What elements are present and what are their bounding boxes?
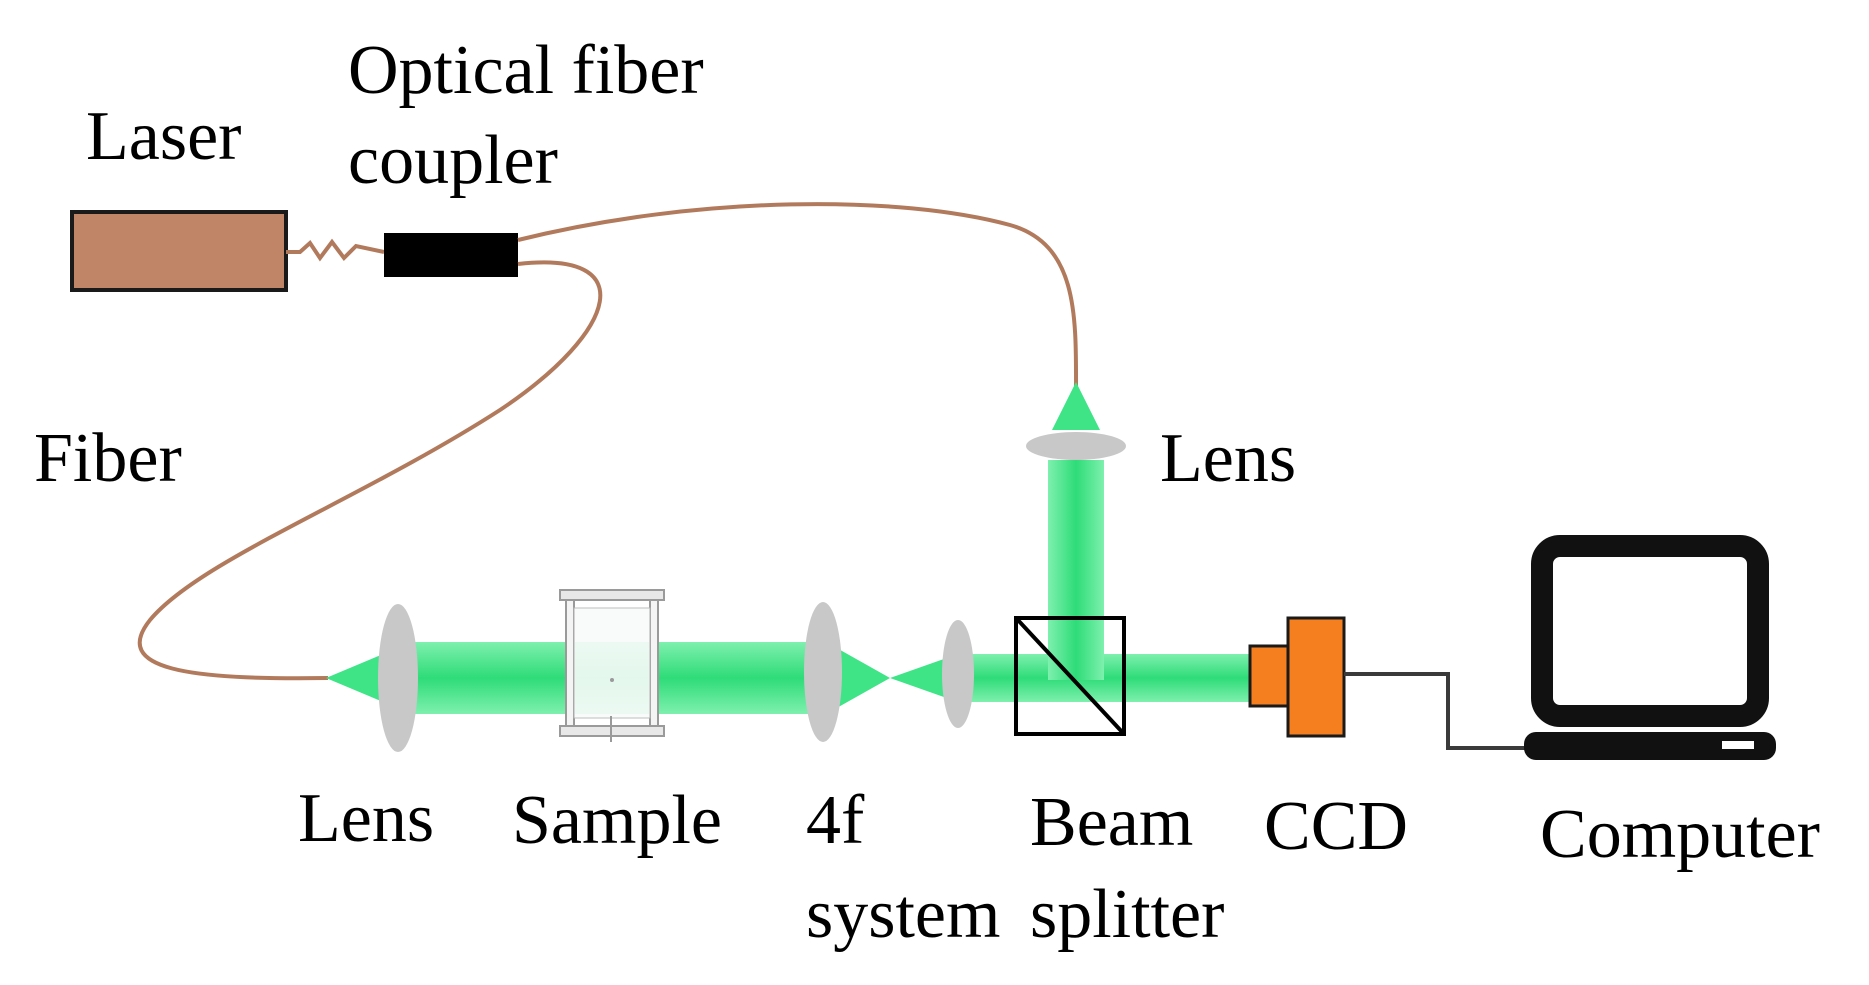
label-sample: Sample (512, 782, 722, 859)
laser-to-coupler-fiber (286, 238, 385, 262)
label-optical-fiber-coupler-line2: coupler (348, 122, 558, 199)
focus-cone-left (826, 642, 890, 714)
label-optical-fiber-coupler-line1: Optical fiber (348, 32, 704, 109)
4f-lens-1 (804, 602, 842, 742)
beam-vertical (1048, 460, 1104, 680)
laptop-icon (1524, 535, 1776, 760)
label-4f-line1: 4f (806, 782, 865, 859)
fiber-to-left-lens (137, 260, 603, 681)
beam-vertical-cone (1052, 382, 1100, 430)
4f-lens-2 (942, 620, 974, 728)
label-4f-line2: system (806, 876, 1001, 953)
label-computer: Computer (1540, 796, 1820, 873)
ccd-camera (1248, 616, 1346, 738)
label-beam-splitter-line2: splitter (1030, 876, 1225, 953)
optical-fiber-coupler (384, 233, 518, 277)
laser-body (70, 210, 288, 292)
upper-lens (1026, 432, 1126, 460)
label-ccd: CCD (1264, 788, 1408, 865)
beam-splitter (1014, 616, 1126, 736)
left-lens (378, 604, 418, 752)
focus-cone-right (890, 654, 958, 702)
ccd-cable (1344, 672, 1530, 750)
label-lens-lower: Lens (298, 780, 435, 857)
sample-holder (559, 589, 665, 742)
fiber-to-upper-lens (517, 202, 1079, 401)
label-beam-splitter-line1: Beam (1030, 784, 1194, 861)
label-fiber: Fiber (34, 420, 182, 497)
label-lens-upper: Lens (1160, 420, 1297, 497)
label-laser: Laser (86, 98, 242, 175)
